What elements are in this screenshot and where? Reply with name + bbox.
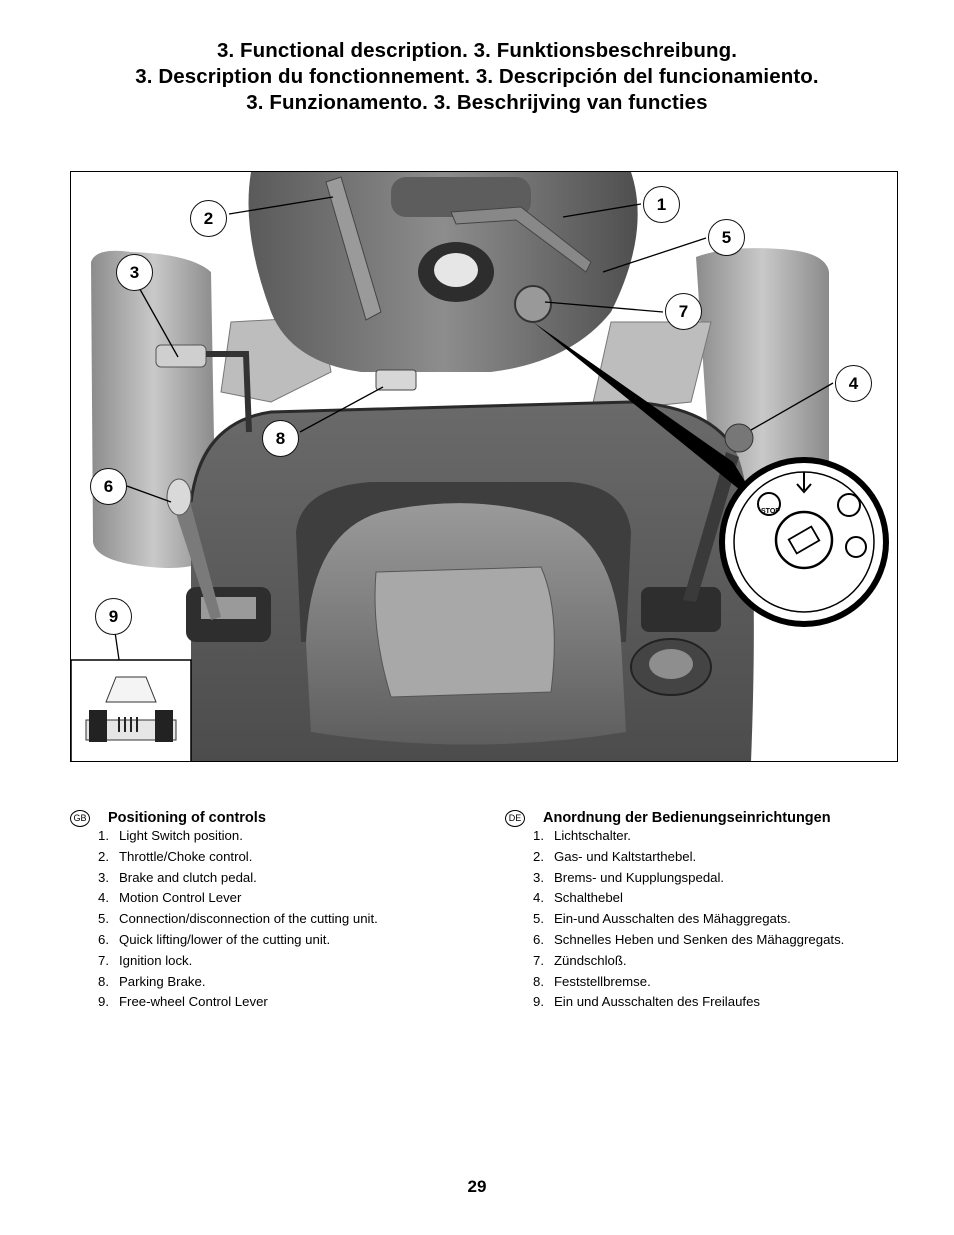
list-item: 4.Schalthebel [533, 890, 623, 906]
list-item: 8.Parking Brake. [98, 973, 206, 989]
list-item: 2.Throttle/Choke control. [98, 848, 253, 864]
gb-controls-list: 1.Light Switch position. 2.Throttle/Chok… [70, 826, 470, 1013]
controls-illustration: STOP 2 1 5 3 7 4 8 6 9 [70, 171, 898, 762]
list-item: 6.Schnelles Heben und Senken des Mähaggr… [533, 931, 845, 947]
gb-header: GB Positioning of controls [70, 808, 470, 828]
list-item: 3.Brems- und Kupplungspedal. [533, 869, 725, 885]
de-language-badge: DE [505, 809, 525, 827]
list-item: 5.Ein-und Ausschalten des Mähaggregats. [533, 911, 791, 927]
brake-pedal [155, 344, 207, 368]
key-slot [774, 510, 834, 570]
callout-7: 7 [665, 293, 702, 330]
callout-9: 9 [95, 598, 132, 635]
callout-4: 4 [835, 365, 872, 402]
fuel-cap [434, 253, 478, 287]
list-item: 2.Gas- und Kaltstarthebel. [533, 848, 697, 864]
tractor-controls-drawing: STOP [71, 172, 889, 761]
callout-1: 1 [643, 186, 680, 223]
throttle-lever [325, 176, 382, 321]
page-number: 29 [467, 1177, 487, 1196]
gb-section-title: Positioning of controls [108, 810, 266, 826]
list-item: 4.Motion Control Lever [98, 890, 242, 906]
ignition-lock [514, 285, 552, 323]
cutting-lever [450, 206, 592, 273]
list-item: 8.Feststellbremse. [533, 973, 651, 989]
callout-3: 3 [116, 254, 153, 291]
de-section: DE Anordnung der Bedienungseinrichtungen… [505, 808, 905, 1013]
lift-lever [169, 487, 221, 620]
title-line-2: 3. Description du fonctionnement. 3. Des… [135, 65, 819, 88]
lift-lever-knob [166, 478, 192, 516]
motion-lever [683, 452, 739, 602]
zoom-cone [533, 322, 761, 507]
list-item: 7.Zündschloß. [533, 952, 627, 968]
list-item: 7.Ignition lock. [98, 952, 193, 968]
callout-8: 8 [262, 420, 299, 457]
de-controls-list: 1.Lichtschalter. 2.Gas- und Kaltstartheb… [505, 826, 905, 1013]
list-item: 1.Light Switch position. [98, 828, 243, 843]
list-item: 1.Lichtschalter. [533, 828, 631, 843]
title-line-1: 3. Functional description. 3. Funktionsb… [216, 39, 738, 62]
list-item: 3.Brake and clutch pedal. [98, 869, 257, 885]
list-item: 9.Ein und Ausschalten des Freilaufes [533, 994, 760, 1010]
dash-panel [391, 177, 531, 217]
stop-label: STOP [761, 508, 780, 515]
callout-5: 5 [708, 219, 745, 256]
callout-2: 2 [190, 200, 227, 237]
parking-brake [375, 369, 417, 391]
gb-section: GB Positioning of controls 1.Light Switc… [70, 808, 470, 1013]
de-section-title: Anordnung der Bedienungseinrichtungen [543, 810, 831, 826]
list-item: 6.Quick lifting/lower of the cutting uni… [98, 931, 331, 947]
list-item: 9.Free-wheel Control Lever [98, 994, 268, 1010]
title-line-3: 3. Funzionamento. 3. Beschrijving van fu… [246, 91, 708, 114]
fender-top [189, 400, 738, 503]
de-header: DE Anordnung der Bedienungseinrichtungen [505, 808, 905, 828]
frame-bracket-right [590, 321, 712, 413]
list-item: 5.Connection/disconnection of the cuttin… [98, 911, 378, 927]
seat-cushion [374, 566, 555, 698]
motion-lever-box [641, 587, 721, 632]
callout-6: 6 [90, 468, 127, 505]
page-titles: 3. Functional description. 3. Funktionsb… [0, 38, 954, 116]
gb-language-badge: GB [70, 809, 90, 827]
motion-lever-knob [724, 423, 754, 453]
